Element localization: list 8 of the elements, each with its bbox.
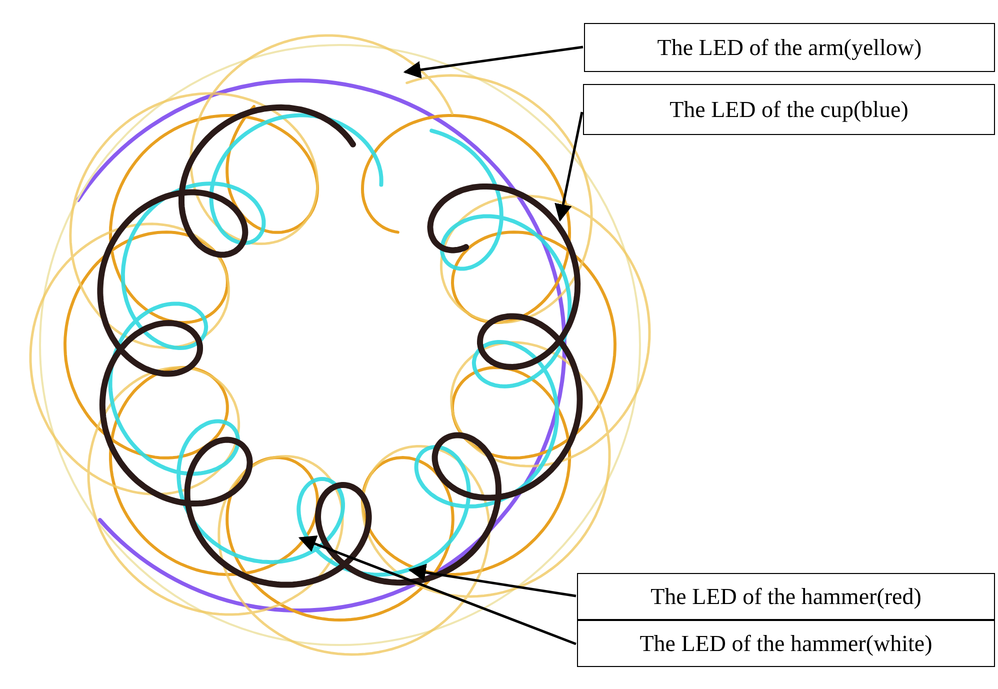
- callout-label: The LED of the cup(blue): [583, 84, 995, 135]
- leader-line: [298, 535, 576, 646]
- callout-label: The LED of the hammer(white): [577, 620, 995, 667]
- callout-label: The LED of the hammer(red): [577, 573, 995, 620]
- leader-line: [403, 46, 584, 78]
- callout-label: The LED of the arm(yellow): [584, 23, 995, 72]
- leader-line: [408, 564, 576, 598]
- leader-line: [554, 112, 584, 222]
